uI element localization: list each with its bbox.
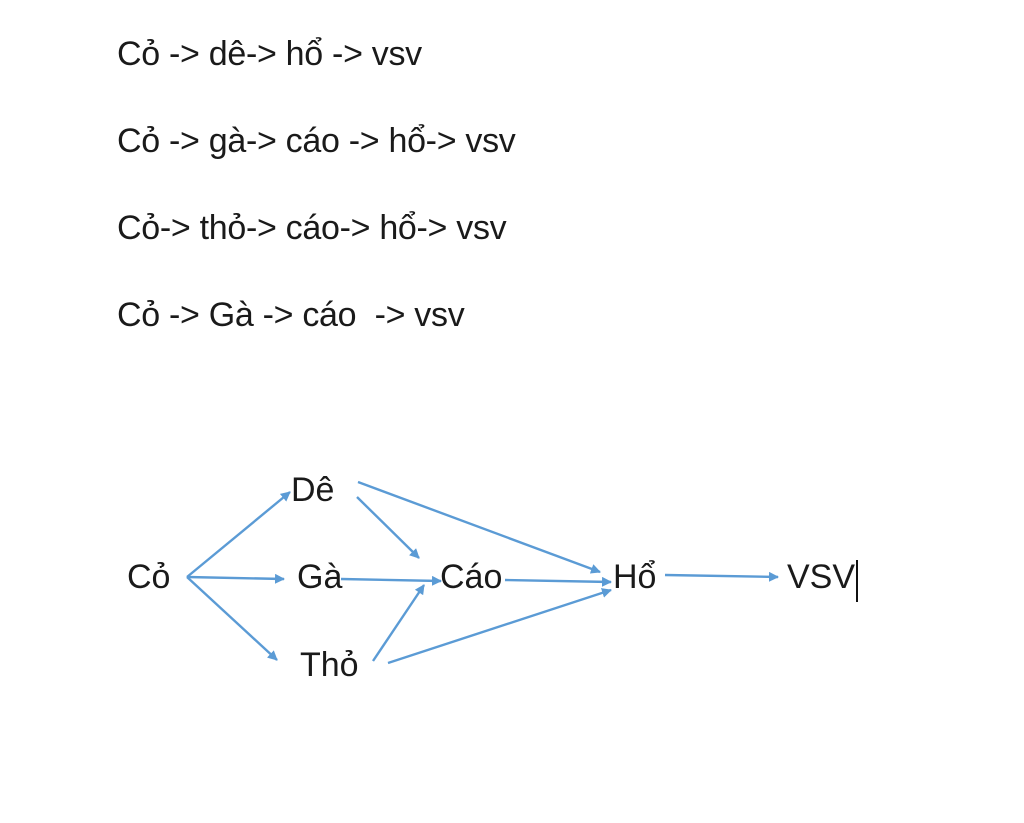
edge-co-to-tho	[186, 576, 278, 661]
food-chain-list: Cỏ -> dê-> hổ -> vsv Cỏ -> gà-> cáo -> h…	[117, 28, 516, 376]
node-tho: Thỏ	[300, 646, 359, 684]
edge-de-to-cao	[356, 496, 420, 559]
edge-co-to-ga	[186, 573, 285, 584]
food-chain-1: Cỏ -> dê-> hổ -> vsv	[117, 35, 422, 73]
food-chain-4: Cỏ -> Gà -> cáo -> vsv	[117, 296, 465, 334]
edge-ga-to-cao	[340, 575, 442, 586]
node-de: Dê	[291, 471, 335, 509]
edge-tho-to-cao	[372, 584, 425, 662]
edge-tho-to-ho	[387, 588, 612, 665]
text-cursor	[856, 560, 858, 602]
food-chain-2: Cỏ -> gà-> cáo -> hổ-> vsv	[117, 122, 516, 160]
edge-cao-to-ho	[504, 576, 612, 587]
food-chain-3: Cỏ-> thỏ-> cáo-> hổ-> vsv	[117, 209, 507, 247]
edge-co-to-de	[186, 491, 291, 578]
node-co: Cỏ	[127, 558, 171, 596]
edge-ho-to-vsv	[664, 571, 779, 582]
node-vsv: VSV	[787, 558, 856, 596]
node-ho: Hổ	[613, 558, 657, 596]
node-cao: Cáo	[440, 558, 503, 596]
node-ga: Gà	[297, 558, 343, 596]
